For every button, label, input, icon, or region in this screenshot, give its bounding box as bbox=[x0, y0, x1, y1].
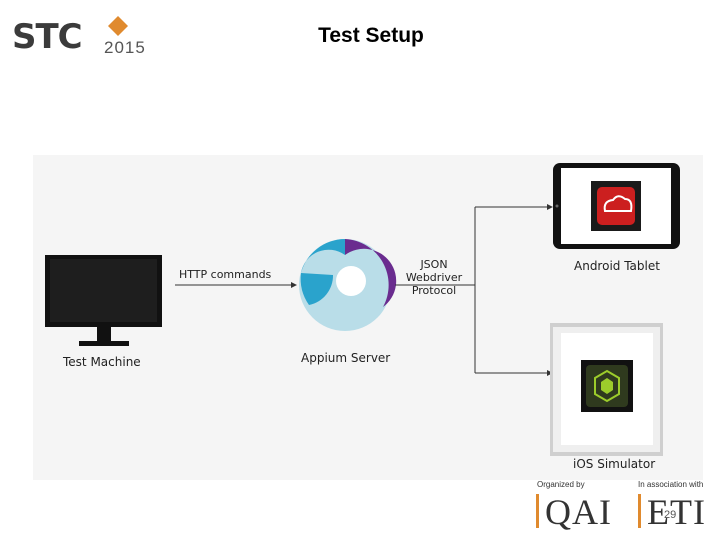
monitor-icon bbox=[45, 255, 162, 346]
page-title: Test Setup bbox=[318, 24, 424, 47]
qai-logo: QAI bbox=[545, 492, 612, 532]
organized-by-label: Organized by bbox=[537, 480, 585, 489]
eti-bar-divider bbox=[638, 494, 641, 528]
qai-bar-divider bbox=[536, 494, 539, 528]
json-connector bbox=[395, 204, 553, 376]
json-label-line1: JSON Webdriver bbox=[405, 258, 463, 284]
appium-server-label: Appium Server bbox=[301, 351, 391, 365]
http-arrow bbox=[175, 282, 297, 288]
appium-logo-icon bbox=[299, 239, 397, 331]
in-association-label: In association with bbox=[638, 480, 704, 489]
ios-simulator-icon bbox=[550, 323, 663, 456]
page-number: 29 bbox=[664, 509, 677, 521]
eti-logo: ETI bbox=[647, 492, 706, 532]
android-tablet-label: Android Tablet bbox=[574, 259, 660, 273]
ios-simulator-label: iOS Simulator bbox=[573, 457, 656, 471]
diagram-canvas bbox=[45, 163, 680, 456]
json-label-line2: Protocol bbox=[411, 284, 457, 297]
test-machine-label: Test Machine bbox=[63, 355, 141, 369]
stc-logo: STC 2015 bbox=[12, 14, 162, 58]
android-tablet-icon bbox=[553, 163, 680, 249]
logo-year: 2015 bbox=[104, 38, 146, 57]
logo-diamond-icon bbox=[108, 16, 128, 36]
logo-text: STC bbox=[12, 17, 83, 57]
architecture-diagram: Test Machine HTTP commands Appium Server… bbox=[33, 155, 703, 480]
json-webdriver-label: JSON Webdriver Protocol bbox=[395, 258, 473, 297]
http-commands-label: HTTP commands bbox=[179, 268, 272, 281]
